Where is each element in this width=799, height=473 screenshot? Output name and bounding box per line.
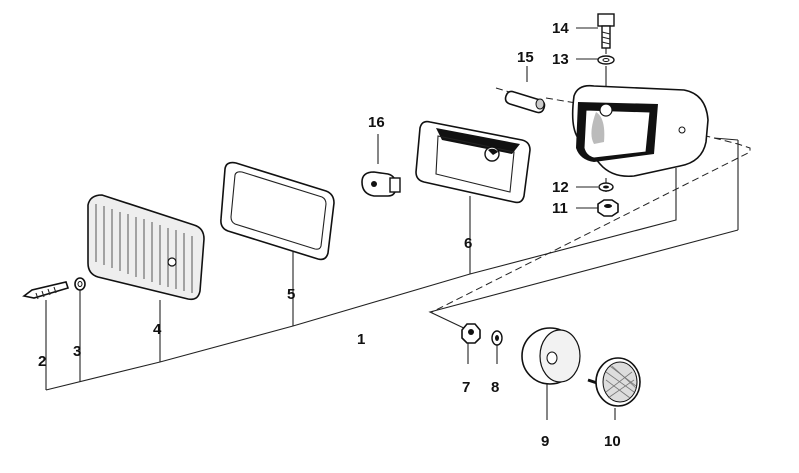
callout-12: 12 — [552, 179, 569, 196]
part-spacer-sleeve — [504, 90, 546, 114]
part-bolt — [597, 13, 615, 49]
callout-10: 10 — [604, 433, 621, 450]
part-washer-lower — [598, 182, 614, 192]
callout-16: 16 — [368, 114, 385, 131]
callout-7: 7 — [462, 379, 470, 396]
leader-lines — [45, 27, 751, 420]
part-nut-small — [461, 323, 481, 344]
part-gasket — [220, 161, 335, 261]
part-bulb — [361, 171, 401, 197]
callout-15: 15 — [517, 49, 534, 66]
callout-2: 2 — [38, 353, 46, 370]
part-screw — [22, 281, 70, 300]
callout-6: 6 — [464, 235, 472, 252]
part-nut — [597, 199, 619, 217]
callout-4: 4 — [153, 321, 162, 338]
part-washer-round — [491, 330, 503, 346]
part-washer-top — [597, 55, 615, 65]
callout-14: 14 — [552, 20, 569, 37]
callout-3: 3 — [73, 343, 81, 360]
part-rear-reflector — [587, 357, 641, 407]
callout-5: 5 — [287, 286, 295, 303]
part-reflector-holder — [521, 327, 581, 385]
part-housing — [571, 84, 709, 178]
part-reflector — [415, 120, 531, 204]
callout-labels: 1 2 3 4 5 6 7 8 9 10 11 12 13 14 15 16 — [38, 20, 621, 450]
callout-9: 9 — [541, 433, 549, 450]
callout-13: 13 — [552, 51, 569, 68]
part-washer-small — [74, 277, 86, 291]
callout-11: 11 — [552, 200, 568, 217]
part-lens — [87, 194, 205, 301]
callout-8: 8 — [491, 379, 499, 396]
callout-1: 1 — [357, 331, 365, 348]
